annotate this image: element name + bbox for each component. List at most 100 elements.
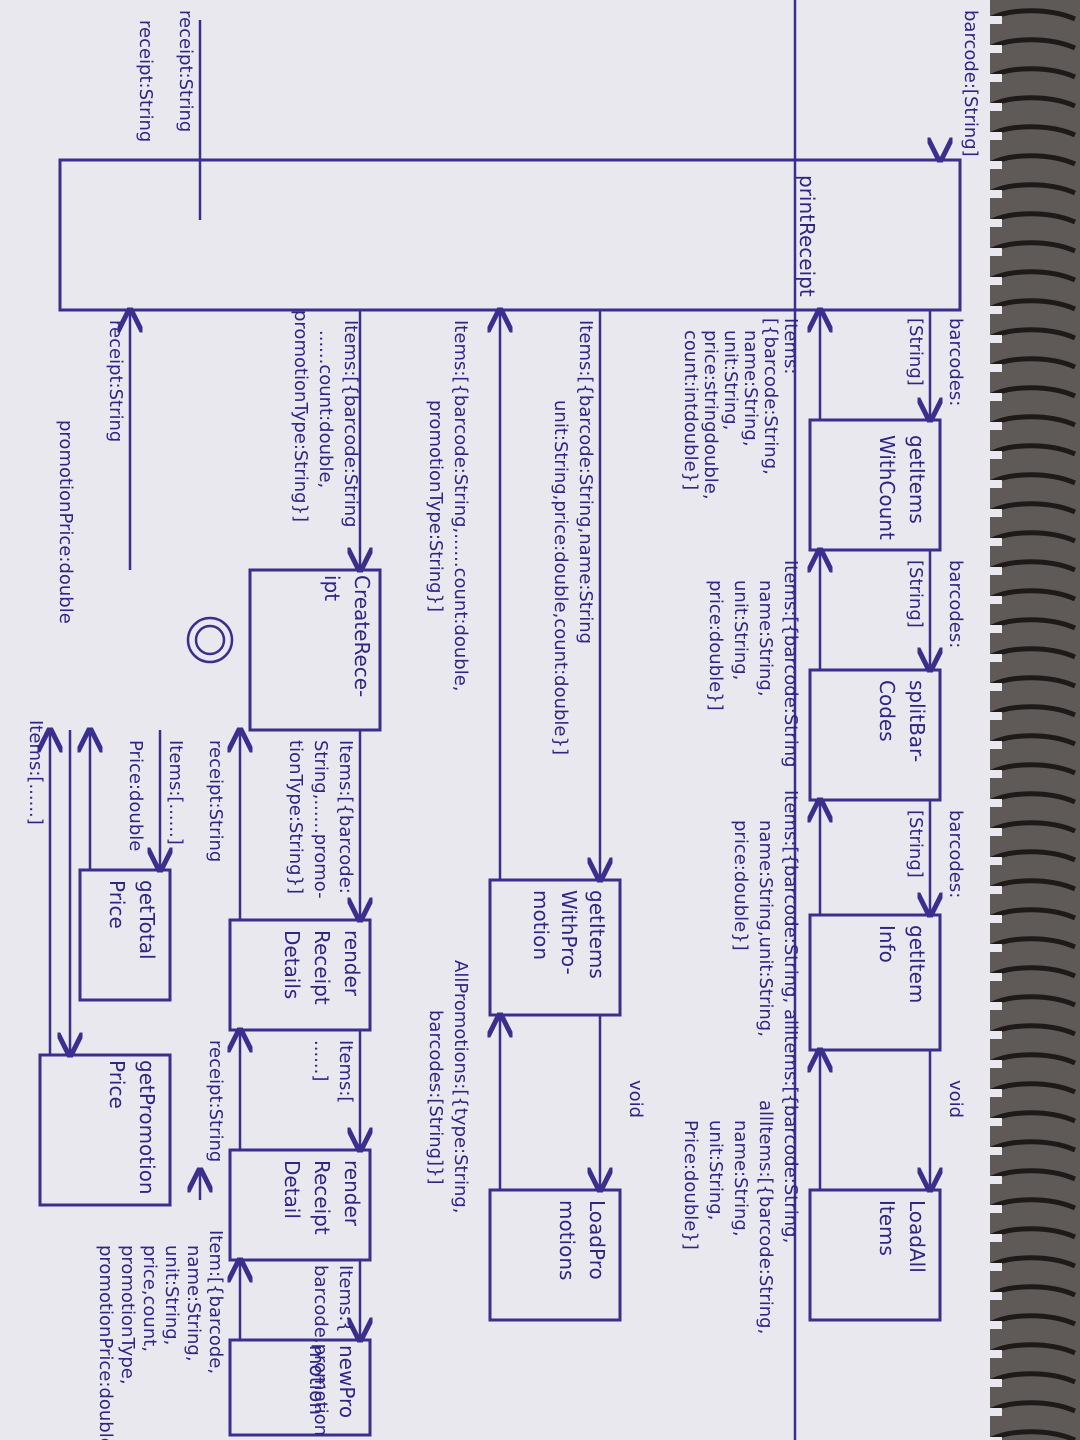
binding-ring (990, 1168, 1080, 1190)
svg-text:tionType:String}]: tionType:String}] (285, 740, 306, 894)
binding-ring (990, 588, 1080, 610)
binding-ring (990, 1284, 1080, 1306)
svg-text:Items:: Items: (780, 318, 801, 374)
svg-text:getItems: getItems (585, 890, 609, 979)
svg-text:Item:[{barcode,: Item:[{barcode, (205, 1230, 226, 1374)
svg-text:AllPromotions:[{type:String,: AllPromotions:[{type:String, (450, 960, 471, 1214)
svg-text:unit:String,price:double,count: unit:String,price:double,count:double}] (550, 400, 571, 755)
binding-ring (990, 559, 1080, 581)
svg-text:getTotal: getTotal (135, 880, 159, 960)
svg-text:Items:[......]: Items:[......] (165, 740, 186, 845)
load-promotions-box: LoadPro motions (488, 1188, 622, 1322)
load-all-items-box: LoadAll Items (808, 1188, 942, 1322)
svg-text:newPro: newPro (335, 1345, 359, 1418)
svg-text:Codes: Codes (875, 680, 899, 742)
main-frame (198, 0, 797, 1440)
svg-text:Price:double: Price:double (125, 740, 146, 851)
binding-ring (990, 1226, 1080, 1248)
svg-text:receipt:String: receipt:String (175, 10, 196, 132)
svg-text:unit:String,: unit:String, (720, 330, 741, 430)
svg-text:name:String,: name:String, (183, 1245, 204, 1362)
svg-text:Items:[: Items:[ (335, 1040, 356, 1103)
binding-ring (990, 1342, 1080, 1364)
binding-ring (990, 298, 1080, 320)
svg-text:receipt:String: receipt:String (105, 320, 126, 442)
binding-ring (990, 1400, 1080, 1422)
binding-ring (990, 994, 1080, 1016)
svg-text:Items:[{barcode:String,......c: Items:[{barcode:String,......count:doubl… (450, 320, 471, 692)
svg-text:String,......promo-: String,......promo- (310, 740, 331, 899)
svg-text:name:String,unit:String,: name:String,unit:String, (755, 820, 776, 1037)
svg-text:motion: motion (529, 890, 553, 960)
task-decomposition-diagram: printReceipt getItems WithCount splitBar… (25, 0, 981, 1440)
svg-text:allItems:[{barcode:String,: allItems:[{barcode:String, (755, 1100, 776, 1334)
svg-text:LoadPro: LoadPro (585, 1200, 609, 1280)
binding-ring (990, 37, 1080, 59)
binding-ring (990, 356, 1080, 378)
new-promotion-box: newPro motion (228, 1338, 372, 1437)
binding-ring (990, 95, 1080, 117)
svg-text:Items:[......]: Items:[......] (25, 720, 46, 825)
binding-ring (990, 733, 1080, 755)
binding-ring (990, 907, 1080, 929)
svg-text:barcodes:: barcodes: (945, 810, 966, 898)
binding-ring (990, 1197, 1080, 1219)
binding-ring (990, 1081, 1080, 1103)
binding-ring (990, 878, 1080, 900)
svg-text:receipt:String: receipt:String (135, 20, 156, 142)
svg-text:motion: motion (305, 1345, 329, 1415)
svg-text:unit:String,: unit:String, (730, 580, 751, 680)
svg-text:count:intdouble}]: count:intdouble}] (680, 330, 701, 490)
svg-text:void: void (625, 1080, 646, 1118)
rotated-diagram: printReceipt getItems WithCount splitBar… (25, 0, 981, 1440)
binding-ring (990, 240, 1080, 262)
binding-ring (990, 501, 1080, 523)
svg-text:WithPro-: WithPro- (557, 890, 581, 975)
get-item-info-box: getItem Info (808, 913, 942, 1052)
svg-text:barcode,promotion: barcode,promotion (310, 1265, 331, 1436)
svg-text:barcodes:: barcodes: (945, 560, 966, 648)
svg-text:price:stringdouble,: price:stringdouble, (700, 330, 721, 500)
svg-text:render: render (340, 1160, 364, 1227)
svg-text:price:double}]: price:double}] (730, 820, 751, 951)
binding-ring (990, 675, 1080, 697)
binding-ring (990, 1371, 1080, 1393)
render-receipt-detail-box: render Receipt Detail (228, 1148, 372, 1262)
spiral-binding (990, 0, 1080, 1440)
binding-ring (990, 211, 1080, 233)
render-receipt-details-box: render Receipt Details (228, 918, 372, 1032)
svg-text:name:String,: name:String, (730, 1120, 751, 1237)
svg-text:promotionType,: promotionType, (117, 1245, 138, 1385)
binding-ring (990, 704, 1080, 726)
svg-text:Detail: Detail (280, 1160, 304, 1219)
svg-text:[String]: [String] (905, 810, 926, 878)
svg-text:unit:String,: unit:String, (161, 1245, 182, 1345)
svg-text:price:double}]: price:double}] (705, 580, 726, 711)
binding-ring (990, 820, 1080, 842)
binding-ring (990, 385, 1080, 407)
binding-ring (990, 1139, 1080, 1161)
binding-ring (990, 1023, 1080, 1045)
svg-text:Details: Details (280, 930, 304, 999)
svg-text:Price: Price (105, 1060, 129, 1109)
svg-text:Info: Info (875, 925, 899, 963)
svg-text:Price: Price (105, 880, 129, 929)
svg-text:[{barcode:String,: [{barcode:String, (760, 318, 781, 475)
svg-text:......]: ......] (310, 1040, 331, 1081)
print-receipt-box: printReceipt (58, 158, 962, 312)
svg-text:Price:double}]: Price:double}] (680, 1120, 701, 1250)
svg-text:barcodes:[String]}]: barcodes:[String]}] (425, 1010, 446, 1185)
binding-ring (990, 1110, 1080, 1132)
svg-text:[String]: [String] (905, 318, 926, 386)
binding-ring (990, 124, 1080, 146)
svg-text:ipt: ipt (320, 575, 344, 601)
svg-text:printReceipt: printReceipt (795, 175, 819, 297)
svg-text:Items:[{barcode:: Items:[{barcode: (335, 740, 356, 894)
binding-ring (990, 182, 1080, 204)
binding-ring (990, 1429, 1080, 1440)
binding-ring (990, 414, 1080, 436)
svg-text:render: render (340, 930, 364, 997)
svg-text:void: void (945, 1080, 966, 1118)
svg-text:name:String,: name:String, (755, 580, 776, 697)
svg-text:Items:{: Items:{ (335, 1265, 356, 1333)
